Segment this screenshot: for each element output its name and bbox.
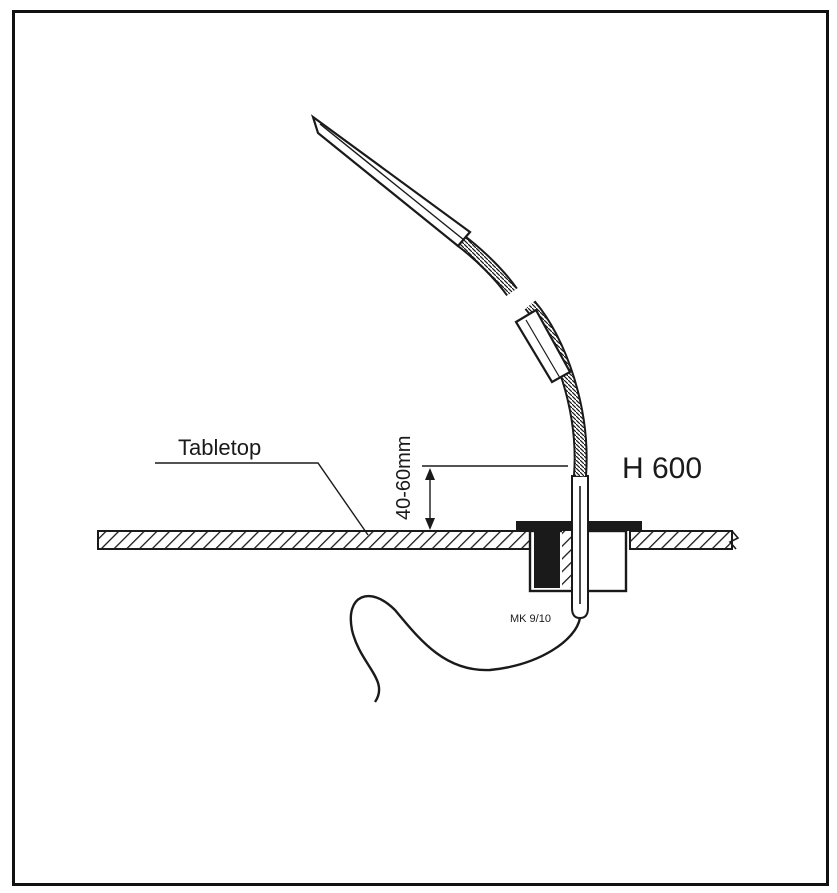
- tabletop-label: Tabletop: [178, 435, 261, 460]
- height-range-label: 40-60mm: [393, 436, 415, 520]
- height-dimension: [422, 465, 568, 530]
- tabletop-board: [97, 530, 740, 550]
- tabletop-leader: [155, 462, 369, 536]
- diagram-frame: [12, 10, 829, 886]
- microphone-shaft: [571, 475, 589, 620]
- model-label: H 600: [622, 452, 702, 485]
- capsule-model-label: MK 9/10: [510, 613, 551, 625]
- gooseneck: [455, 234, 588, 477]
- microphone-cable: [349, 594, 582, 703]
- microphone-capsule: [310, 114, 472, 248]
